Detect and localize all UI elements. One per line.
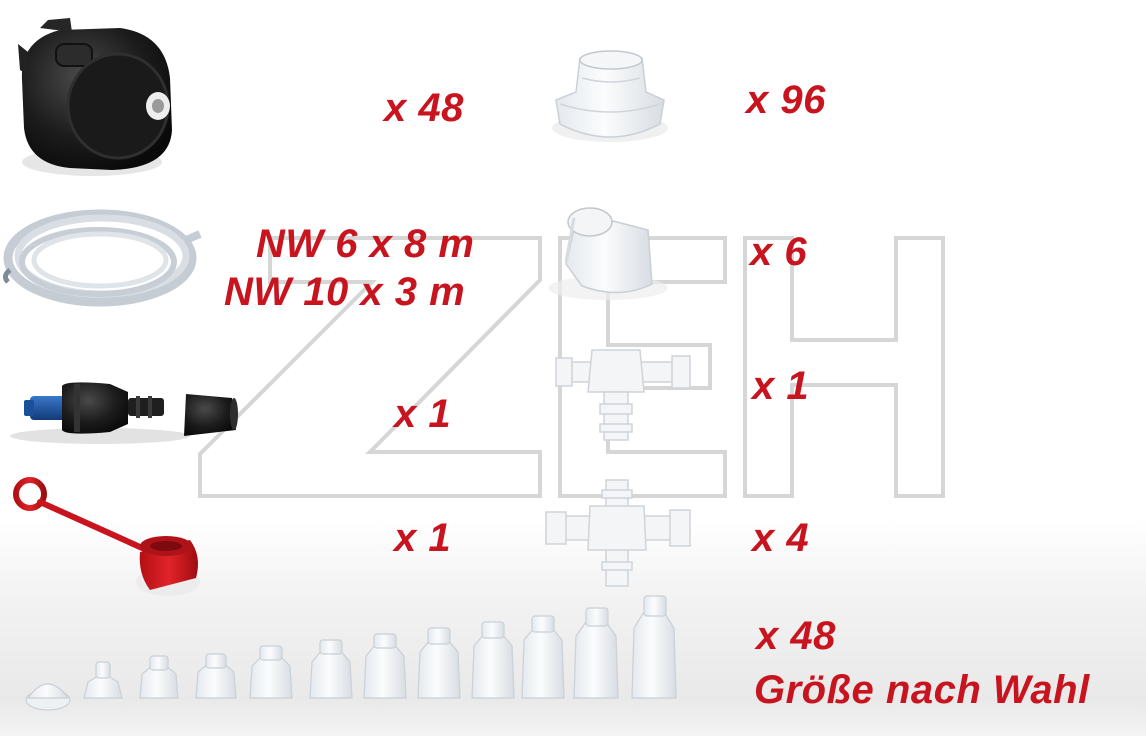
tee-connector-image [555, 349, 691, 441]
label-hose-10: NW 10 x 3 m [224, 270, 466, 314]
label-hose-6: NW 6 x 8 m [256, 222, 475, 266]
red-dust-cap-image [13, 477, 200, 596]
transparent-hose-image [2, 209, 202, 307]
battery-vent-cap-image [18, 18, 173, 176]
label-cones-note: Größe nach Wahl [754, 668, 1090, 712]
label-cross-qty: x 4 [752, 516, 810, 560]
filler-coupling-image [10, 382, 238, 444]
sleeve-adapter-image [548, 207, 668, 300]
label-sleeve-qty: x 6 [750, 230, 808, 274]
sealing-ring-image [552, 50, 668, 142]
watermark-logo [198, 236, 945, 498]
label-tee-qty: x 1 [752, 364, 810, 408]
label-dust-cap-qty: x 1 [394, 516, 452, 560]
label-coupling-qty: x 1 [394, 392, 452, 436]
label-cap-qty: x 48 [384, 86, 464, 130]
label-cones-qty: x 48 [756, 614, 836, 658]
label-ring-qty: x 96 [746, 78, 826, 122]
cross-connector-image [545, 479, 691, 587]
cone-set-image [25, 595, 677, 711]
